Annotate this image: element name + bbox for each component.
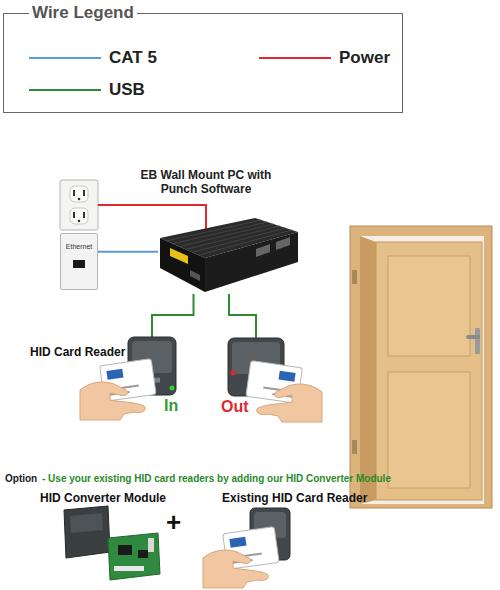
- node-label: EB Wall Mount PC with Punch Software: [126, 168, 286, 196]
- legend-text: USB: [109, 79, 145, 101]
- wire: [98, 251, 158, 253]
- status-led: [170, 386, 175, 391]
- reader-logo-plate: [144, 378, 160, 383]
- pc-shape: [158, 218, 300, 294]
- node-label: Ethernet: [61, 242, 97, 251]
- status-led: [231, 371, 236, 376]
- outlet-ground: [78, 220, 81, 223]
- existing-card-reader: [203, 508, 290, 588]
- legend-box: CAT 5 PowerUSB: [3, 13, 403, 113]
- board-chip: [138, 550, 148, 558]
- direction-label: In: [164, 397, 178, 415]
- part-label: Existing HID Card Reader: [222, 491, 367, 505]
- outlet-plate: [60, 180, 98, 230]
- door-handle: [466, 335, 480, 339]
- hand-with-card: [80, 359, 156, 420]
- wall-mount-pc: EB Wall Mount PC with Punch Software: [158, 218, 300, 294]
- node-label: HID Card Reader: [30, 345, 125, 359]
- cooling-fin: [192, 228, 286, 252]
- option-note: - Use your existing HID card readers by …: [42, 473, 391, 485]
- legend-swatch: [29, 89, 101, 91]
- door-panel: [388, 372, 470, 488]
- legend-swatch: [29, 57, 101, 59]
- wire: [229, 294, 256, 338]
- legend-swatch: [259, 57, 331, 59]
- legend-text: Power: [339, 47, 390, 69]
- hand-with-card: [203, 527, 279, 588]
- hand-with-card: [246, 361, 322, 422]
- outlet-slot: [83, 212, 85, 218]
- converter-face: [70, 513, 103, 533]
- converter-housing: [64, 506, 110, 558]
- plate-shape: [61, 234, 99, 291]
- reader-face: [132, 341, 172, 373]
- power-wire: [98, 205, 206, 229]
- cooling-fin: [199, 230, 292, 255]
- reader-shape: [128, 337, 176, 395]
- door-panel: [388, 256, 470, 356]
- usb-port: [190, 270, 200, 281]
- board-connector: [148, 538, 154, 552]
- board-chip: [118, 545, 132, 555]
- ethernet-jack: Ethernet: [60, 233, 98, 290]
- outlet-slot: [83, 190, 85, 196]
- network-port: [276, 237, 290, 250]
- door-handle-plate: [475, 328, 480, 354]
- door-opening: [360, 236, 484, 504]
- brand-label: [170, 248, 188, 264]
- board-connector: [114, 566, 144, 571]
- outlet-ground: [78, 198, 81, 201]
- reader-logo-plate: [248, 379, 264, 384]
- option-note: Option: [5, 473, 37, 485]
- door-frame: [350, 226, 492, 508]
- door-edge: [360, 236, 376, 504]
- wire: [152, 294, 194, 337]
- network-port: [256, 244, 270, 257]
- node-label: Out: [221, 398, 249, 416]
- ethernet-port: [73, 260, 85, 268]
- door-hinge: [352, 440, 357, 454]
- circuit-board: [108, 533, 160, 580]
- converter-module: [64, 506, 160, 580]
- door-slab: [376, 242, 482, 500]
- reader-body: [228, 338, 284, 396]
- legend-text: CAT 5: [109, 47, 157, 69]
- plus-sign: +: [166, 508, 181, 536]
- part-label: HID Converter Module: [40, 491, 166, 505]
- reader-shape: [228, 338, 284, 396]
- card-reader: HID Card ReaderIn: [128, 337, 176, 395]
- door: [350, 226, 492, 508]
- power-outlet: [60, 180, 98, 230]
- outlet-slot: [73, 190, 75, 196]
- outlet-socket: [70, 208, 88, 224]
- card-reader: Out: [228, 338, 284, 396]
- door-hinge: [352, 270, 357, 284]
- outlet-slot: [73, 212, 75, 218]
- reader-face: [232, 342, 280, 374]
- outlet-socket: [70, 186, 88, 202]
- reader-body: [128, 337, 176, 395]
